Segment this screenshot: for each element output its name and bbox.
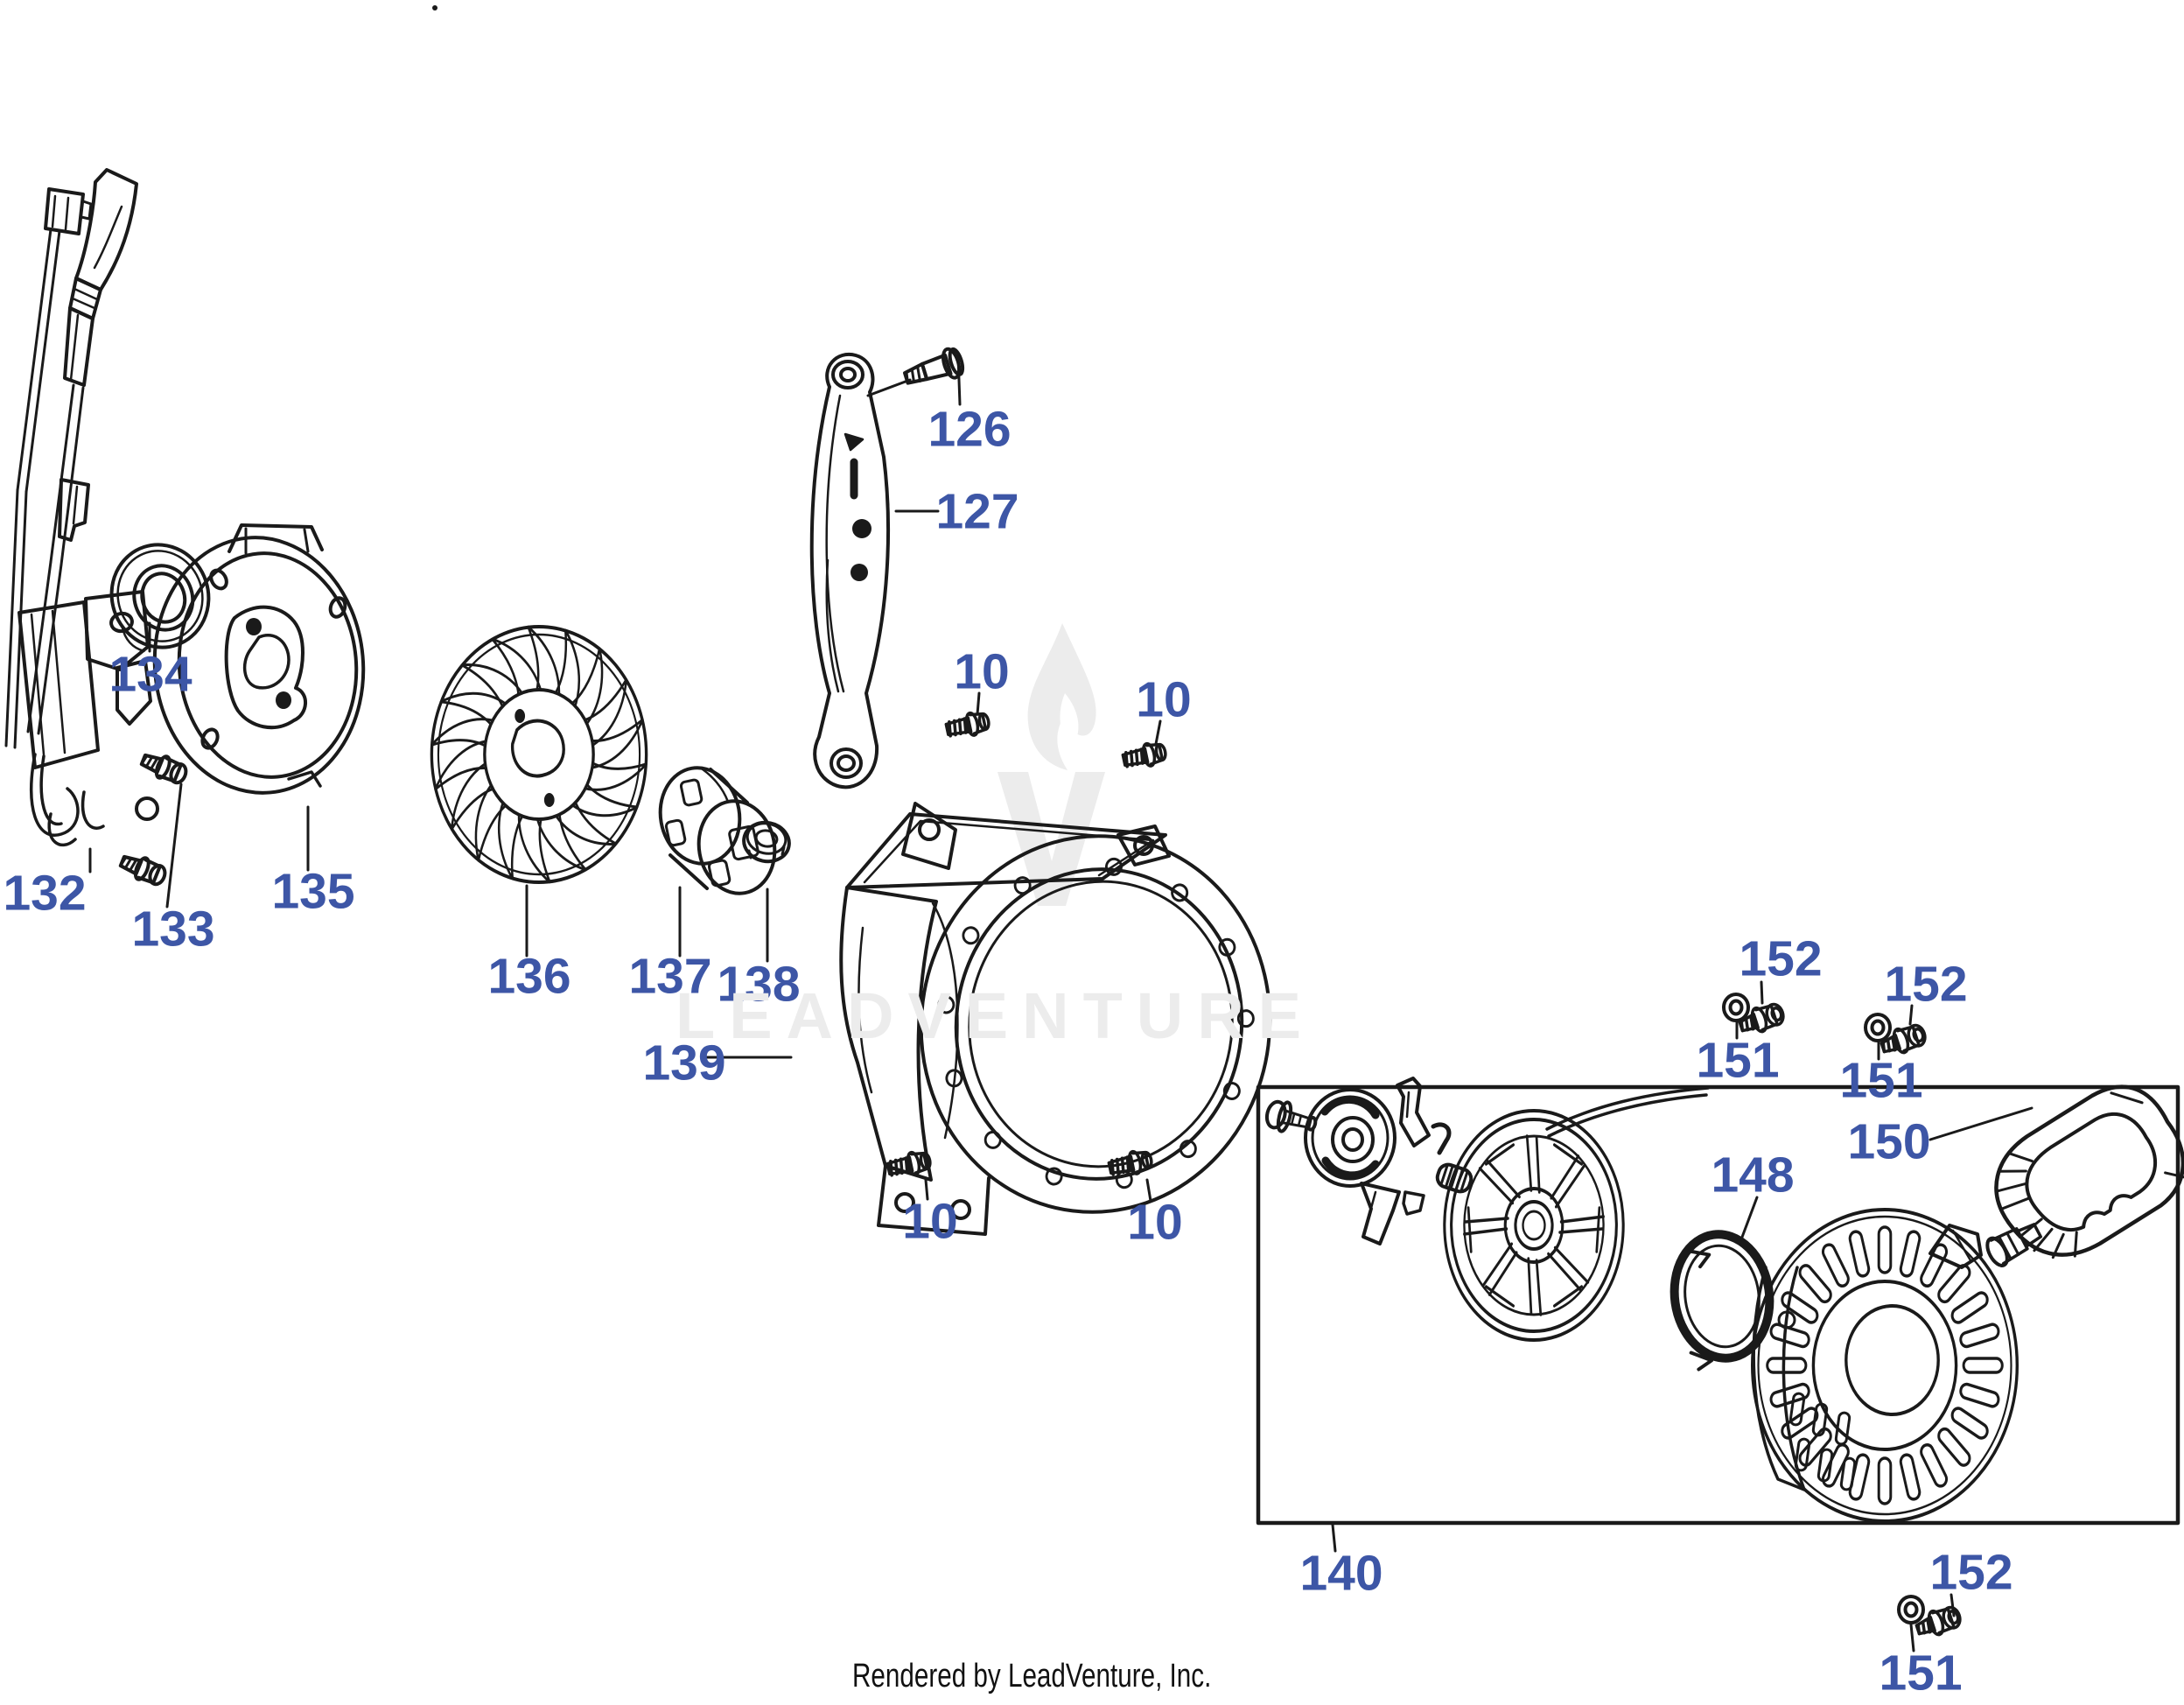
washer-151-b (1864, 1013, 1892, 1042)
bolt-133-upper (139, 753, 188, 785)
callout-126: 126 (928, 401, 1012, 458)
starter-rope-line2 (1547, 1093, 1708, 1138)
callout-152-a: 152 (1739, 930, 1823, 987)
print-speck (432, 5, 438, 11)
starter-cup (658, 766, 777, 895)
recoil-starter-cover (1750, 1208, 2020, 1523)
callout-136: 136 (487, 948, 571, 1005)
bolt-152-c (1912, 1602, 1965, 1643)
oil-seal (109, 543, 211, 653)
starter-rope (1545, 1086, 1710, 1131)
callout-10-top-right: 10 (1136, 671, 1192, 728)
callout-150: 150 (1847, 1113, 1931, 1170)
washer-151-a (1722, 993, 1750, 1022)
flange-screw-10-top-right (1119, 738, 1170, 774)
callout-152-c: 152 (1929, 1544, 2013, 1601)
callout-152-b: 152 (1884, 956, 1968, 1013)
bracket-bolt-126 (903, 347, 965, 385)
leader-lines (88, 354, 2034, 1652)
flange-screw-10-bottom-left (884, 1147, 934, 1182)
callout-151-c: 151 (1879, 1645, 1963, 1701)
ignition-coil-wire-assembly (4, 168, 159, 847)
cooling-fan (426, 619, 652, 890)
callout-127: 127 (935, 483, 1019, 540)
callout-135: 135 (271, 863, 355, 920)
recoil-starter-group-box (1256, 1084, 2180, 1526)
callout-137: 137 (628, 948, 712, 1005)
rope-pulley (1443, 1109, 1625, 1342)
callout-151-b: 151 (1839, 1052, 1923, 1109)
starter-spring-ring (1670, 1230, 1774, 1372)
callout-10-bottom-right: 10 (1127, 1194, 1183, 1251)
callout-132: 132 (3, 865, 87, 922)
bolt-133-lower (118, 854, 167, 887)
governor-bracket-127 (809, 352, 891, 789)
callout-133: 133 (131, 901, 215, 958)
callout-140: 140 (1299, 1545, 1383, 1602)
callout-148: 148 (1711, 1147, 1795, 1203)
washer-151-c (1897, 1595, 1925, 1624)
leadventure-watermark-text: LEADVENTURE (676, 979, 1316, 1052)
flywheel-magneto (152, 523, 366, 795)
callout-138: 138 (717, 956, 801, 1013)
friction-plate-assembly (1264, 1077, 1474, 1245)
flange-screw-10-top-left (942, 707, 993, 743)
footer-attribution: Rendered by LeadVenture, Inc. (852, 1658, 1212, 1694)
leadventure-watermark-logo (998, 623, 1105, 906)
callout-10-top-left: 10 (954, 643, 1010, 700)
starter-handle (1985, 1084, 2184, 1267)
flange-nut (742, 820, 791, 864)
callout-139: 139 (642, 1035, 726, 1091)
blower-housing (839, 802, 1272, 1236)
callout-10-bottom-left: 10 (902, 1193, 958, 1250)
callout-151-a: 151 (1696, 1032, 1780, 1089)
callout-134: 134 (108, 646, 192, 703)
